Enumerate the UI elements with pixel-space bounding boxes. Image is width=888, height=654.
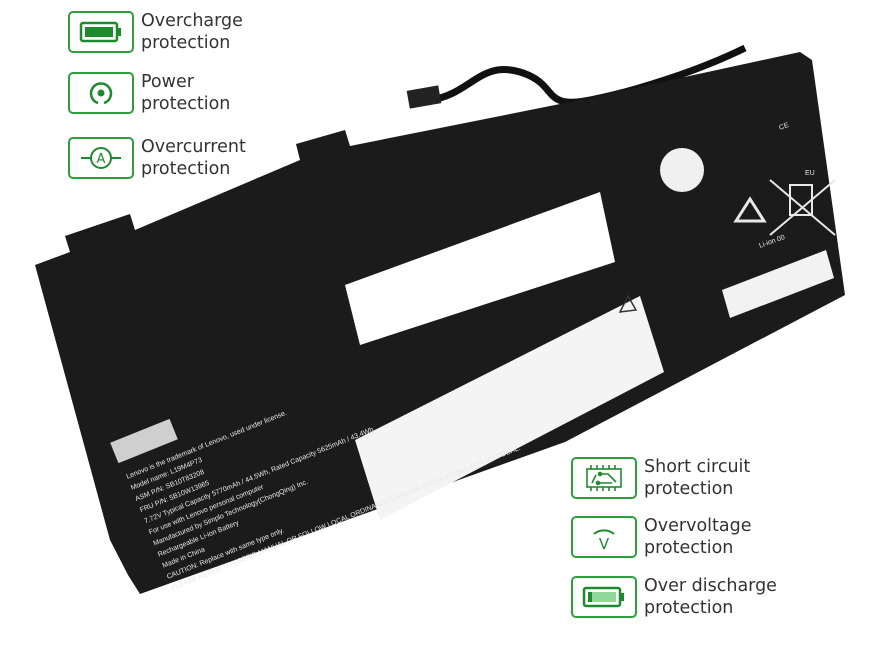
warning-triangle-icon [618,294,638,313]
circuit-board-icon [571,457,637,499]
feature-subtitle: protection [644,538,734,558]
feature-title: Short circuit [644,457,751,477]
battery-cable [429,44,747,106]
feature-title: Power [141,72,194,92]
eu-mark: EU [805,170,815,177]
ce-mark: CE [778,122,790,132]
feature-subtitle: protection [141,94,231,114]
blurred-sticker [110,418,178,464]
weee-bin-icon [769,179,836,236]
feature-title: Overcharge [141,11,243,31]
recycle-seal-icon [660,148,704,192]
feature-subtitle: protection [644,479,734,499]
feature-title: Overcurrent [141,137,246,157]
svg-text:A: A [97,152,106,167]
svg-text:V: V [599,535,610,552]
power-icon [68,72,134,114]
recycle-icon [733,196,767,223]
feature-subtitle: protection [141,159,231,179]
battery-body [35,52,845,594]
voltmeter-icon: V [571,516,637,558]
battery-low-icon [571,576,637,618]
battery-connector [406,85,442,109]
feature-title: Over discharge [644,576,777,596]
feature-subtitle: protection [141,33,231,53]
feature-subtitle: protection [644,598,734,618]
barcode-label [722,250,834,318]
feature-title: Overvoltage [644,516,752,536]
ammeter-icon: A [68,137,134,179]
main-label [355,296,664,520]
battery-full-icon [68,11,134,53]
